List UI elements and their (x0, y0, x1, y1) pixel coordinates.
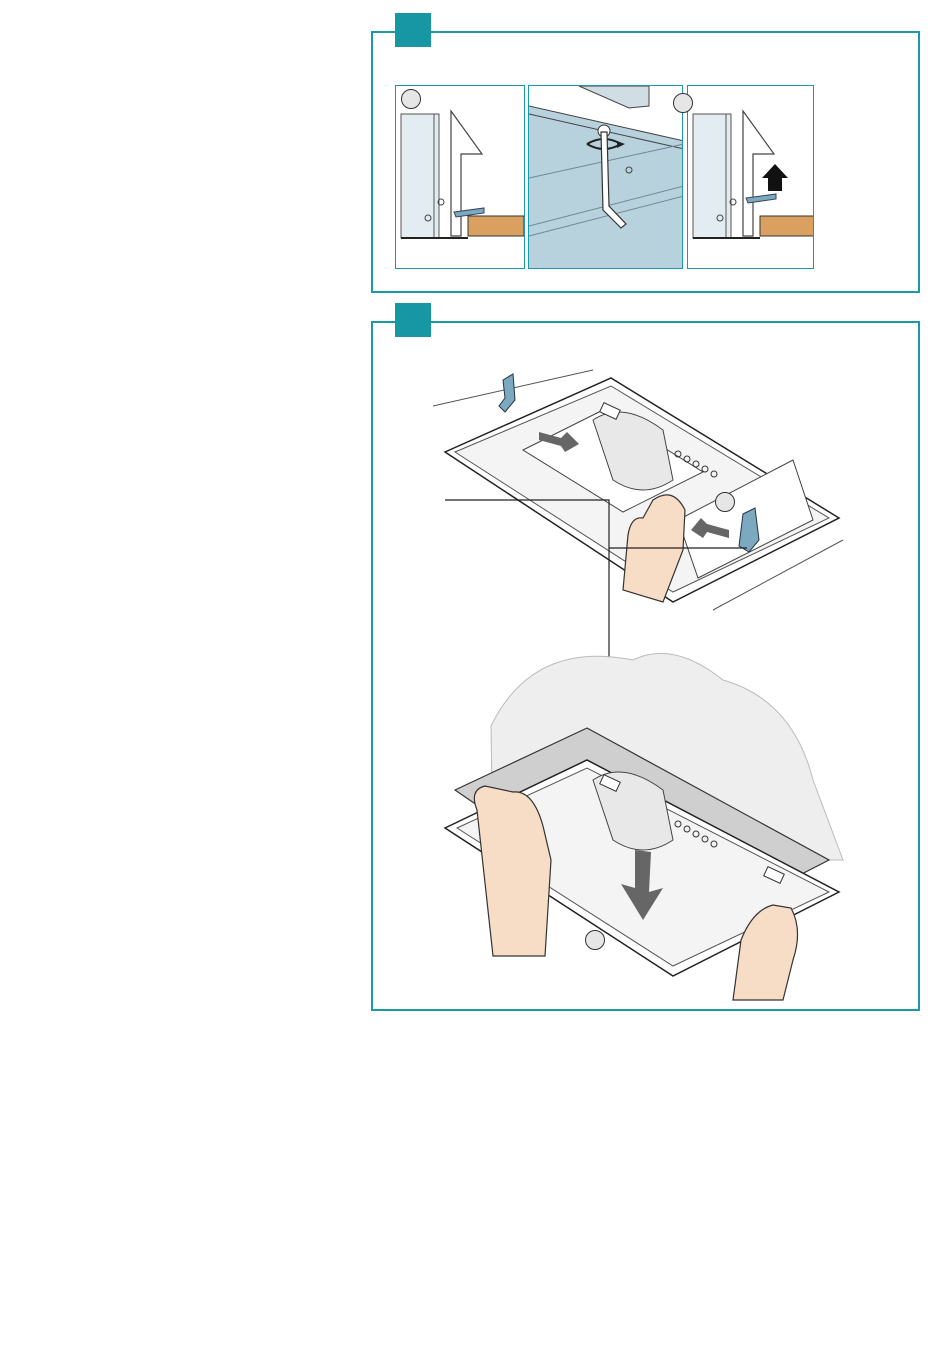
step-1-figure-a (395, 85, 525, 269)
step-2-upper-marker (715, 492, 735, 512)
step-2-number-tab (395, 303, 431, 337)
step-1-figure-c-marker (673, 93, 693, 113)
step-1-figure-b (528, 85, 683, 269)
step-2-lower-marker (585, 930, 605, 950)
hood-upper-drawing (433, 370, 843, 610)
step-2-illustration (373, 340, 918, 1009)
hood-lower-drawing (445, 653, 843, 1000)
step-1-figure-a-marker (401, 89, 421, 109)
step-1-figure-c (687, 85, 814, 269)
step-1-number-tab (395, 13, 431, 47)
